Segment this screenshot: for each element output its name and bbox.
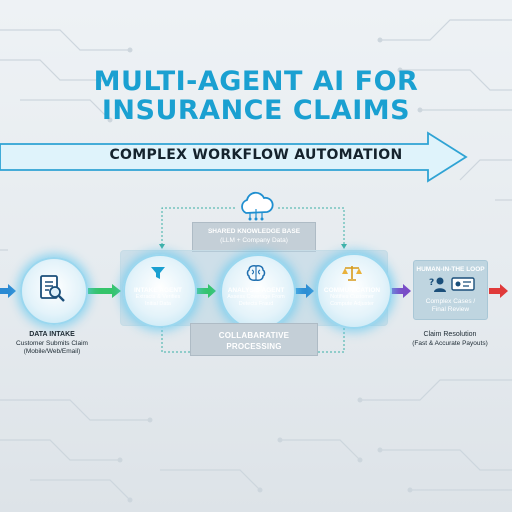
collaborative-processing-box: COLLABARATIVE PROCESSING xyxy=(190,323,318,356)
arrow-intake xyxy=(88,284,121,298)
communication-agent-desc-2: Compute Adjuster xyxy=(330,301,374,307)
data-intake-desc-2: (Mobile/Web/Email) xyxy=(23,348,81,355)
arrow-analysis xyxy=(193,284,216,298)
arrow-hitl xyxy=(384,284,411,298)
title-line-1: MULTI-AGENT AI FOR xyxy=(93,66,419,97)
document-search-icon xyxy=(40,275,65,302)
resolution-caption: Claim Resolution (Fast & Accurate Payout… xyxy=(400,331,500,348)
person-question-icon: ? xyxy=(429,277,446,292)
arrow-communication xyxy=(292,284,314,298)
collaborative-line-2: PROCESSING xyxy=(226,342,282,351)
funnel-icon xyxy=(151,267,165,279)
hitl-title: HUMAN-IN-THE LOOP xyxy=(416,266,485,273)
communication-agent-label: COMMUNICATION Notifies Customer Compute … xyxy=(316,287,388,308)
intake-agent-node xyxy=(123,254,197,328)
workflow-banner-arrow xyxy=(0,131,468,183)
communication-agent-desc-1: Notifies Customer xyxy=(330,294,374,300)
data-intake-desc-1: Customer Submits Claim xyxy=(16,339,88,347)
cloud-network-icon xyxy=(241,191,274,221)
scales-icon xyxy=(342,266,362,281)
communication-agent-title: COMMUNICATION xyxy=(323,287,381,294)
resolution-title: Claim Resolution xyxy=(423,331,477,338)
analysis-agent-label: ANALYSIS AGENT Assess Coverage From Dete… xyxy=(220,287,292,308)
intake-agent-desc-2: Initial Data xyxy=(145,301,171,307)
arrow-in xyxy=(0,284,16,298)
intake-agent-title: INTAKE AGENT xyxy=(133,287,183,294)
analysis-agent-desc-1: Assess Coverage From xyxy=(227,294,285,300)
arrow-out xyxy=(489,284,508,298)
hitl-desc-2: Final Review xyxy=(431,306,470,313)
hitl-desc-1: Complex Cases / xyxy=(425,298,476,305)
collaborative-line-1: COLLABARATIVE xyxy=(218,331,290,340)
data-intake-caption: DATA INTAKE Customer Submits Claim (Mobi… xyxy=(2,331,102,357)
communication-agent-node xyxy=(316,253,392,329)
flow-arrows xyxy=(0,284,508,298)
resolution-subtitle: (Fast & Accurate Payouts) xyxy=(412,339,488,347)
id-card-icon xyxy=(451,277,475,291)
title-line-2: INSURANCE CLAIMS xyxy=(101,95,411,126)
human-in-the-loop-box: HUMAN-IN-THE LOOP Complex Cases / Final … xyxy=(413,260,488,320)
knowledge-base-box: SHARED KNOWLEDGE BASE (LLM + Company Dat… xyxy=(192,222,316,252)
intake-agent-label: INTAKE AGENT Extracts & Verifies Initial… xyxy=(123,287,193,308)
knowledge-base-subtitle: (LLM + Company Data) xyxy=(220,237,288,244)
analysis-agent-desc-2: Detects Fraud xyxy=(238,301,274,307)
intake-agent-desc-1: Extracts & Verifies xyxy=(135,294,181,300)
analysis-agent-title: ANALYSIS AGENT xyxy=(227,287,285,294)
brain-icon xyxy=(246,265,266,281)
svg-text:?: ? xyxy=(429,278,434,288)
knowledge-base-title: SHARED KNOWLEDGE BASE xyxy=(207,228,301,235)
banner-label: COMPLEX WORKFLOW AUTOMATION xyxy=(109,147,403,163)
data-intake-title: DATA INTAKE xyxy=(29,331,75,338)
